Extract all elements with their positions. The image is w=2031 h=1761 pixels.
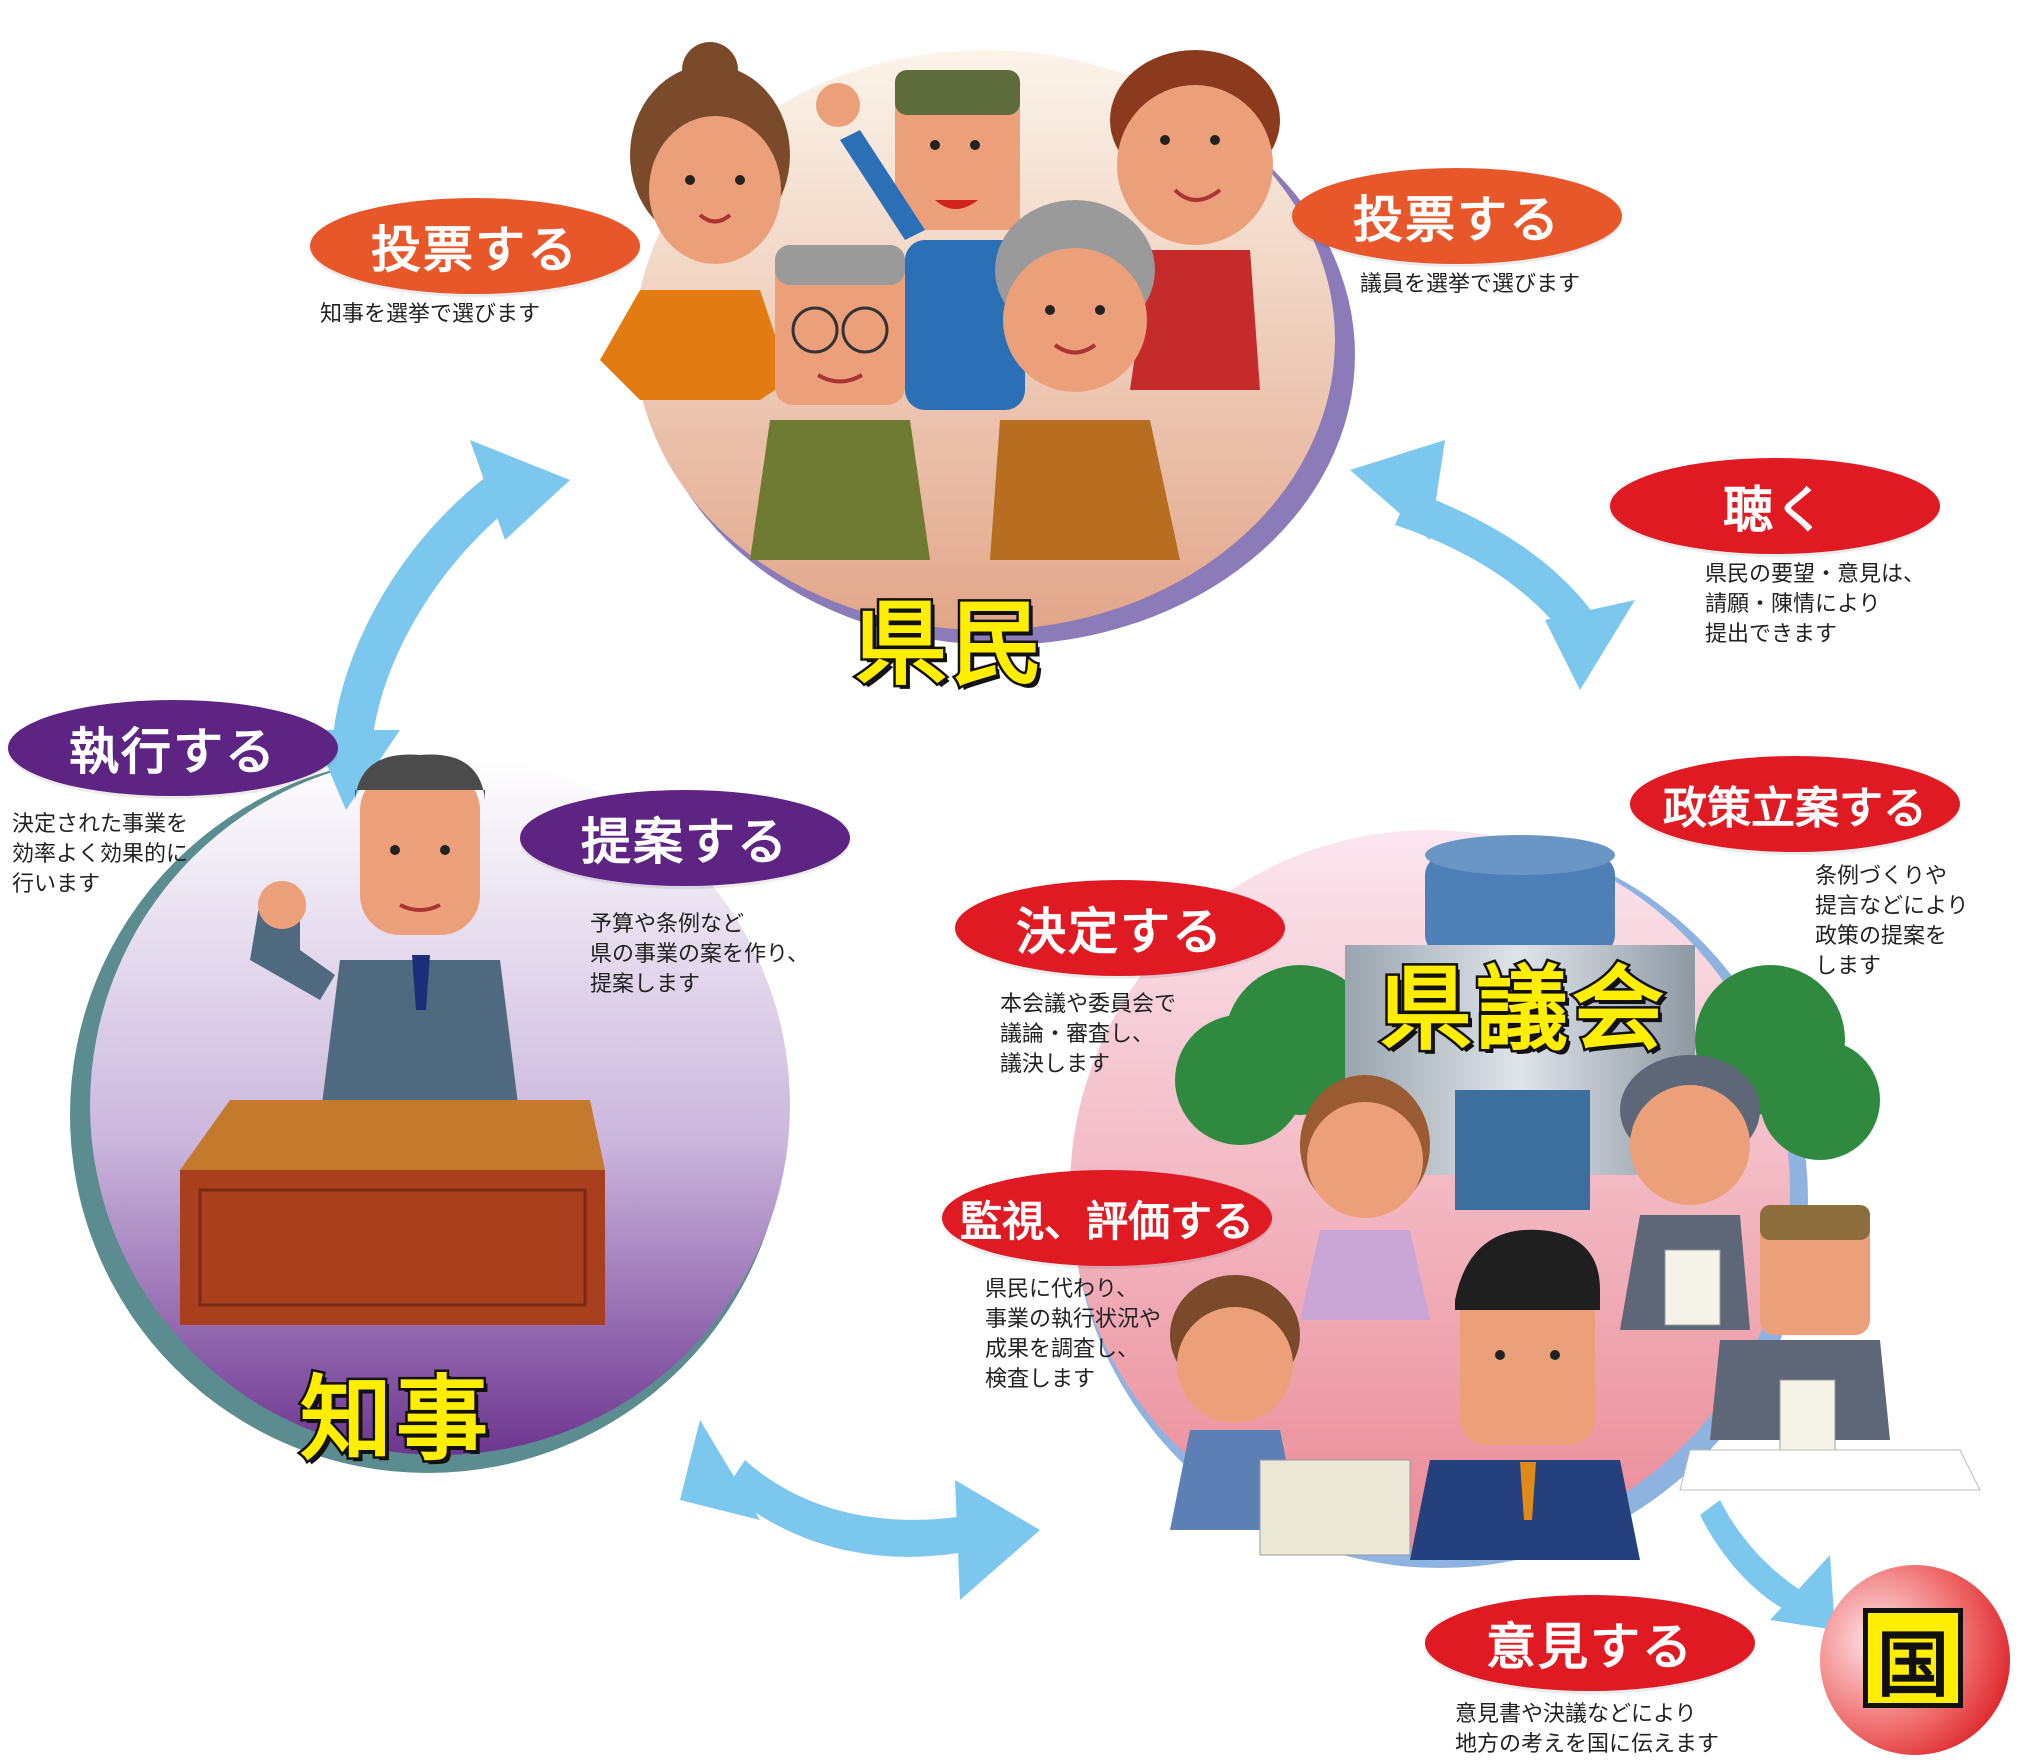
kuni-label: 国: [1863, 1608, 1963, 1708]
arrow-chiji-kengikai: [680, 1420, 1040, 1600]
arrow-kengikai-kuni: [1700, 1500, 1835, 1630]
governor-illustration: [180, 754, 605, 1325]
monitor-desc: 県民に代わり、 事業の執行状況や 成果を調査し、 検査します: [985, 1277, 1162, 1392]
opinion-pill: 意見する: [1425, 1595, 1755, 1691]
execute-pill: 執行する: [8, 700, 338, 796]
execute-desc: 決定された事業を 効率よく効果的に 行います: [12, 812, 189, 897]
assembly-illustration: [1170, 835, 1981, 1560]
chiji-label: 知事: [297, 1364, 493, 1476]
opinion-desc: 意見書や決議などにより 地方の考えを国に伝えます: [1455, 1702, 1720, 1757]
policy-label: 政策立案する: [1663, 783, 1927, 834]
citizens-illustration: [600, 42, 1280, 560]
kengikai-label: 県議会: [1377, 954, 1669, 1066]
propose-label: 提案する: [581, 813, 789, 871]
arrow-kenmin-kengikai: [1350, 440, 1635, 690]
propose-desc: 予算や条例など 県の事業の案を作り、 提案します: [590, 912, 810, 997]
monitor-pill: 監視、評価する: [942, 1170, 1272, 1266]
execute-label: 執行する: [69, 723, 277, 781]
propose-pill: 提案する: [520, 790, 850, 886]
vote-left-desc: 知事を選挙で選びます: [320, 302, 541, 327]
vote-right-desc: 議員を選挙で選びます: [1360, 272, 1581, 297]
policy-desc: 条例づくりや 提言などにより 政策の提案を します: [1815, 864, 1969, 979]
listen-desc: 県民の要望・意見は、 請願・陳情により 提出できます: [1705, 562, 1926, 647]
kuni-label-text: 国: [1876, 1622, 1949, 1707]
decide-pill: 決定する: [955, 880, 1285, 976]
listen-pill: 聴く: [1610, 458, 1940, 554]
policy-pill: 政策立案する: [1630, 756, 1960, 852]
listen-label: 聴く: [1723, 481, 1827, 539]
vote-right-pill: 投票する: [1292, 168, 1622, 264]
monitor-label: 監視、評価する: [959, 1196, 1254, 1246]
kenmin-label: 県民: [852, 589, 1048, 701]
arrow-kenmin-chiji: [312, 440, 570, 810]
decide-label: 決定する: [1016, 903, 1224, 961]
opinion-label: 意見する: [1486, 1618, 1694, 1676]
vote-left-label: 投票する: [371, 221, 579, 279]
decide-desc: 本会議や委員会で 議論・審査し、 議決します: [1000, 992, 1177, 1077]
vote-right-label: 投票する: [1353, 191, 1561, 249]
vote-left-pill: 投票する: [310, 198, 640, 294]
